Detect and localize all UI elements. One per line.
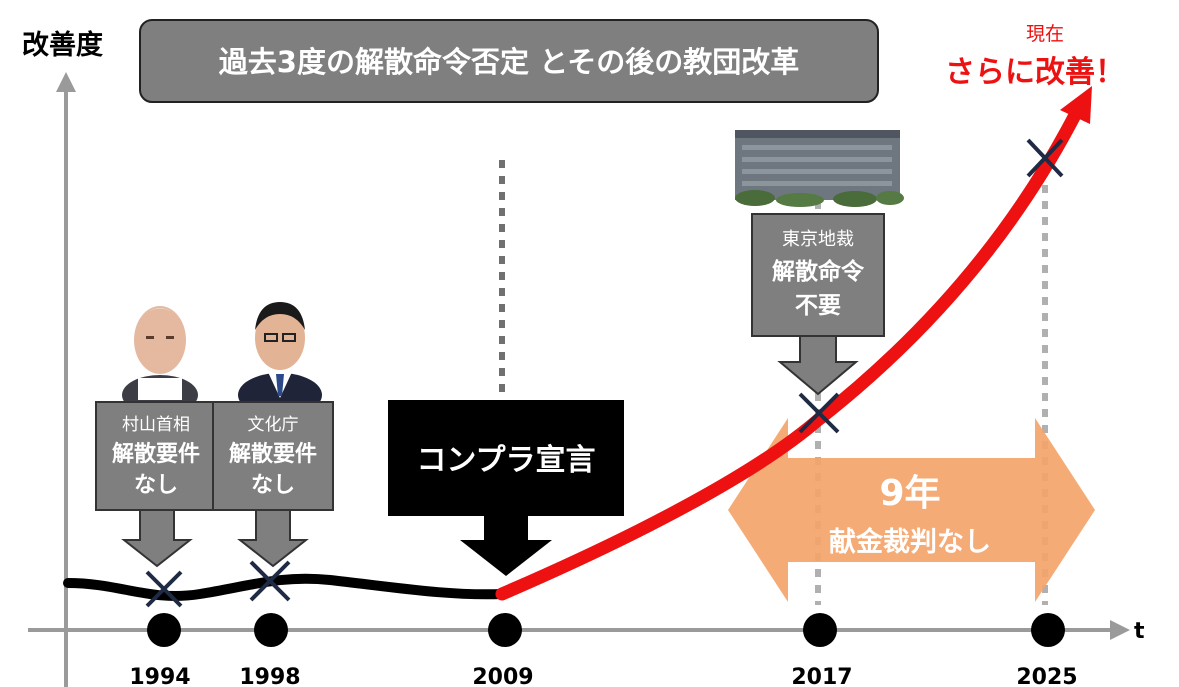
year-label-1994: 1994	[129, 665, 190, 687]
year-label-1998: 1998	[239, 665, 300, 687]
year-markers	[147, 613, 1065, 647]
now-headline: さらに改善！	[945, 55, 1125, 90]
bunkacho-line2: 解散要件	[229, 441, 317, 467]
year-label-2017: 2017	[791, 665, 852, 687]
year-label-2009: 2009	[472, 665, 533, 687]
tokyo-court-callout: 東京地裁 解散命令 不要	[751, 213, 885, 396]
title-text: 過去3度の解散命令否定 とその後の教団改革	[219, 45, 799, 79]
year-dot-2017	[803, 613, 837, 647]
x-mark-icon	[249, 560, 291, 602]
span-note: 献金裁判なし	[829, 526, 991, 558]
compliance-label: コンプラ宣言	[416, 443, 595, 478]
x-axis-label: t	[1134, 619, 1145, 644]
bunkacho-line3: なし	[251, 473, 295, 498]
year-label-2025: 2025	[1016, 665, 1077, 687]
year-labels: 1994 1998 2009 2017 2025	[129, 665, 1077, 687]
tokyo-line3: 不要	[795, 293, 841, 319]
tokyo-line1: 東京地裁	[782, 229, 854, 250]
bunkacho-callout: 文化庁 解散要件 なし	[212, 401, 334, 568]
nine-year-span-arrow: 9年 献金裁判なし	[728, 418, 1095, 602]
bunkacho-line1: 文化庁	[248, 415, 299, 435]
man-in-suit-portrait-icon	[238, 302, 322, 417]
murayama-line3: なし	[134, 473, 178, 498]
murayama-callout: 村山首相 解散要件 なし	[95, 401, 217, 568]
elderly-man-portrait-icon	[122, 306, 198, 415]
x-mark-icon	[1026, 138, 1064, 178]
year-dot-1998	[254, 613, 288, 647]
murayama-line2: 解散要件	[112, 441, 200, 467]
tokyo-line2: 解散命令	[772, 258, 865, 285]
year-dot-2009	[488, 613, 522, 647]
span-years: 9年	[879, 473, 940, 514]
title-box: 過去3度の解散命令否定 とその後の教団改革	[139, 19, 879, 103]
improvement-curve	[495, 108, 1082, 601]
x-axis	[28, 620, 1130, 640]
y-axis	[56, 72, 76, 687]
courthouse-building-icon	[735, 130, 904, 207]
murayama-line1: 村山首相	[122, 415, 190, 435]
early-trend-curve	[63, 573, 507, 601]
y-axis-label: 改善度	[22, 29, 103, 61]
now-label: 現在	[1026, 23, 1064, 45]
compliance-callout: コンプラ宣言	[388, 400, 624, 576]
year-dot-2025	[1031, 613, 1065, 647]
x-mark-icon	[798, 392, 840, 434]
year-dot-1994	[147, 613, 181, 647]
improvement-arrowhead	[1060, 86, 1092, 124]
x-mark-icon	[145, 570, 183, 608]
